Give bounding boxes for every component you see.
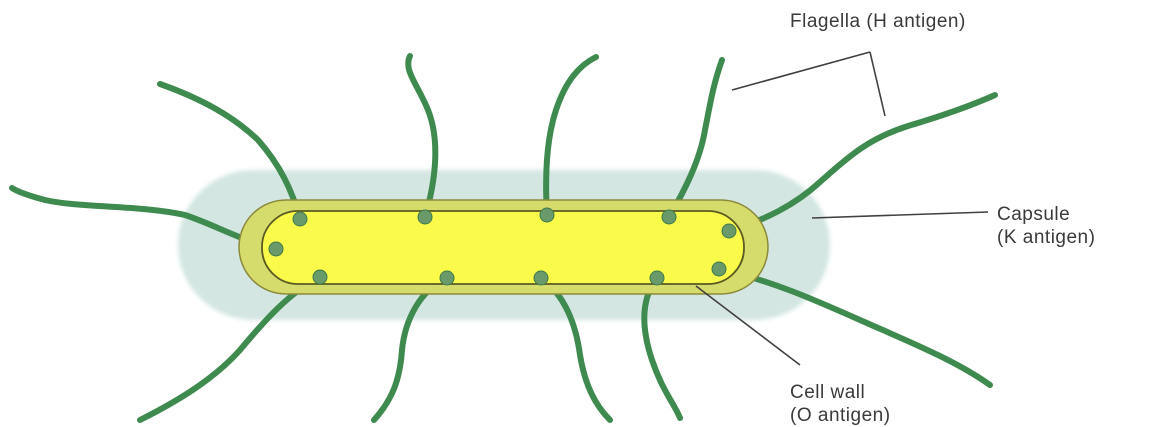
capsule-label: Capsule (K antigen)	[997, 203, 1095, 249]
cell-wall-label-line1: Cell wall	[790, 381, 891, 404]
cell-wall-label-line2: (O antigen)	[790, 404, 891, 427]
flagella-leader-line	[870, 52, 885, 116]
basal-body	[650, 271, 664, 285]
basal-body	[712, 262, 726, 276]
basal-body	[313, 270, 327, 284]
basal-body	[293, 212, 307, 226]
capsule-leader-line	[812, 212, 988, 218]
capsule-label-line1: Capsule	[997, 203, 1095, 226]
flagella-leader-line	[732, 52, 870, 90]
basal-body	[440, 271, 454, 285]
cell-wall-label: Cell wall (O antigen)	[790, 381, 891, 427]
flagella-label-text: Flagella (H antigen)	[790, 10, 966, 33]
flagella-label: Flagella (H antigen)	[790, 10, 966, 33]
basal-body	[722, 224, 736, 238]
capsule-label-line2: (K antigen)	[997, 226, 1095, 249]
basal-body	[269, 242, 283, 256]
basal-body	[540, 208, 554, 222]
basal-body	[534, 271, 548, 285]
basal-body	[418, 210, 432, 224]
basal-body	[662, 210, 676, 224]
